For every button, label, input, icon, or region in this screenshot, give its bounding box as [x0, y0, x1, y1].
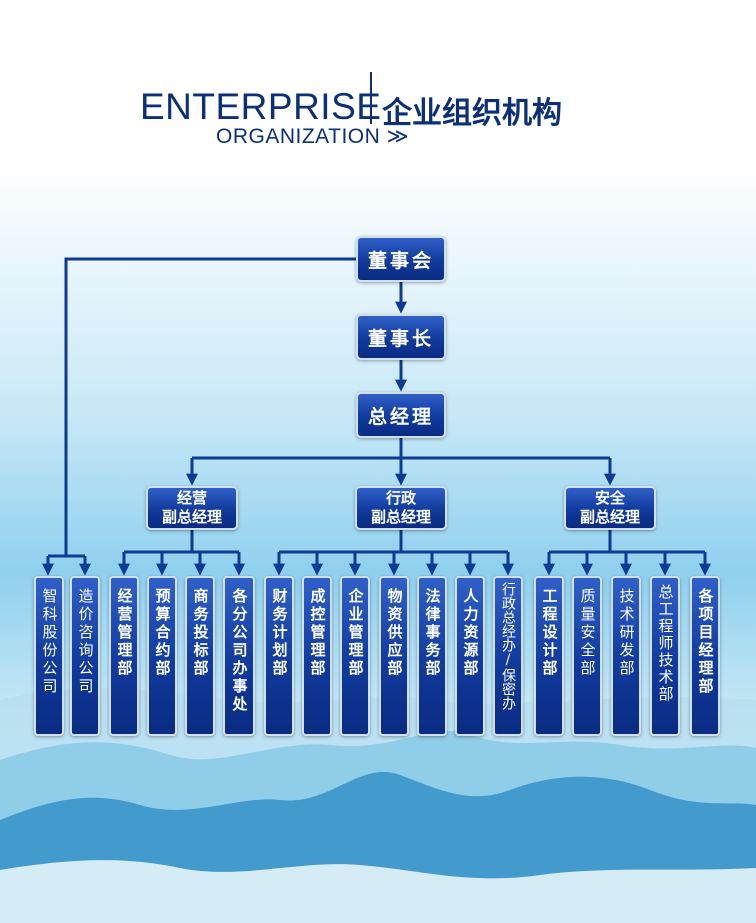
dept-quality-safety: 质量安全部: [572, 576, 602, 736]
dept-human-resources: 人力资源部: [455, 576, 485, 736]
dept-enterprise-management: 企业管理部: [340, 576, 370, 736]
vp-business-line1: 经营: [176, 489, 207, 507]
title-english-line1: ENTERPRISE: [140, 86, 382, 127]
vp-safety-line2: 副总经理: [579, 508, 640, 526]
dept-project-managers: 各项目经理部: [690, 576, 720, 736]
dept-cost-control: 成控管理部: [302, 576, 332, 736]
dept-legal-affairs: 法律事务部: [417, 576, 447, 736]
dept-tech-rnd: 技术研发部: [611, 576, 641, 736]
title-english-line2: ORGANIZATION ≫: [216, 125, 410, 148]
vp-business-box: 经营 副总经理: [146, 486, 238, 530]
dept-zhike-holding: 智科股份公司: [34, 576, 64, 736]
dept-admin-office: 行政总经办/保密办: [493, 576, 523, 736]
vp-admin-line1: 行政: [385, 489, 416, 507]
dept-business-management: 经营管理部: [109, 576, 139, 736]
vp-business-line2: 副总经理: [161, 508, 222, 526]
vp-safety-line1: 安全: [594, 489, 625, 507]
vp-admin-box: 行政 副总经理: [355, 486, 447, 530]
dept-budget-contract: 预算合约部: [147, 576, 177, 736]
dept-engineering-design: 工程设计部: [534, 576, 564, 736]
dept-chief-engineer: 总工程师技术部: [650, 576, 680, 736]
vp-safety-box: 安全 副总经理: [564, 486, 656, 530]
dept-materials-supply: 物资供应部: [379, 576, 409, 736]
general-manager-box: 总经理: [356, 392, 446, 438]
chairman-box: 董事长: [356, 314, 446, 360]
dept-branch-offices: 各分公司办事处: [223, 576, 255, 736]
board-of-directors-box: 董事会: [356, 236, 446, 282]
vp-admin-line2: 副总经理: [370, 508, 431, 526]
title-divider: [370, 72, 372, 124]
title-chinese: 企业组织机构: [382, 96, 562, 131]
dept-bidding: 商务投标部: [185, 576, 215, 736]
dept-cost-consulting: 造价咨询公司: [70, 576, 100, 736]
dept-finance-planning: 财务计划部: [264, 576, 294, 736]
